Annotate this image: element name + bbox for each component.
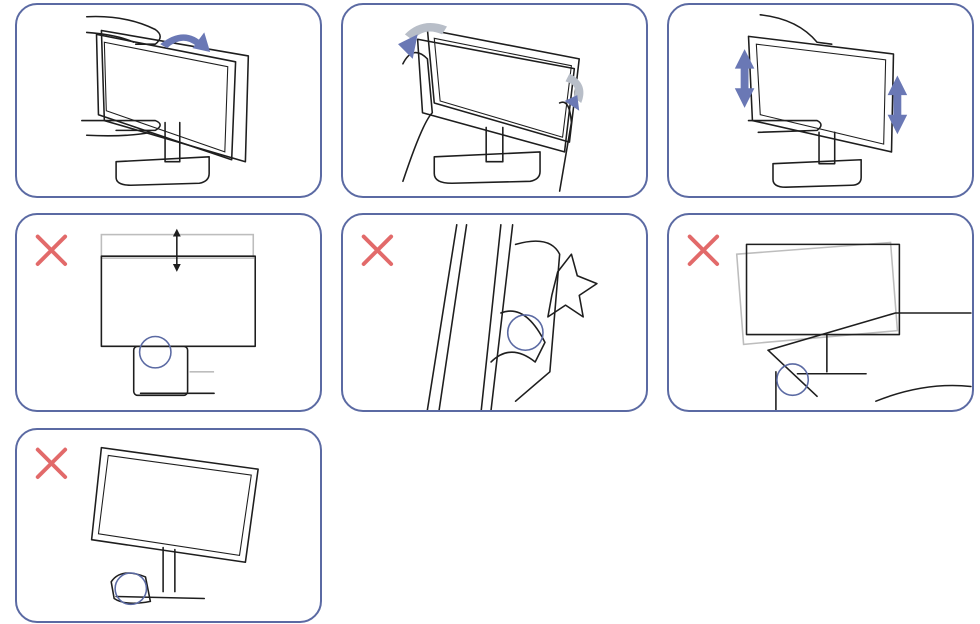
warning-x-icon — [38, 450, 65, 477]
panel-height-pinch-warning — [15, 213, 322, 412]
panel-tilt-instruction — [15, 3, 322, 198]
warning-x-icon — [38, 237, 65, 264]
hands-tilt-monitor-icon — [17, 5, 320, 196]
hands-raise-monitor-icon — [669, 5, 972, 196]
warning-x-icon — [690, 237, 717, 264]
hinge-pinch-finger-icon — [343, 215, 646, 410]
warning-x-icon — [364, 237, 391, 264]
desk-edge-collision-icon — [669, 215, 972, 410]
stand-foot-pinch-icon — [17, 430, 320, 621]
panel-hinge-pinch-warning — [341, 213, 648, 412]
hands-swivel-monitor-icon — [343, 5, 646, 196]
panel-height-instruction — [667, 3, 974, 198]
height-adjust-pinch-icon — [17, 215, 320, 410]
panel-stand-pinch-warning — [15, 428, 322, 623]
panel-desk-collision-warning — [667, 213, 974, 412]
panel-rotate-instruction — [341, 3, 648, 198]
